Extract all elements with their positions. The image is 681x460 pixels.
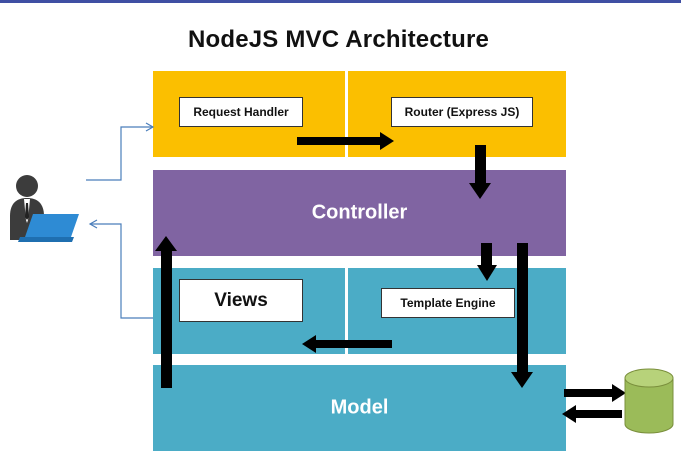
- user-with-laptop-icon: [10, 175, 79, 242]
- request-to-router-arrow: [297, 132, 394, 150]
- diagram-title: NodeJS MVC Architecture: [187, 26, 490, 53]
- request-handler-box: Request Handler: [179, 97, 303, 127]
- controller-block: Controller: [153, 170, 566, 256]
- router-label: Router (Express JS): [404, 105, 520, 119]
- model-label: Model: [330, 396, 389, 419]
- view-layer-divider: [345, 268, 348, 354]
- request-handler-label: Request Handler: [193, 105, 289, 119]
- model-block: Model: [153, 365, 566, 451]
- database-to-model-arrow: [562, 405, 622, 423]
- model-to-controller-arrow: [155, 236, 177, 388]
- views-label: Views: [214, 289, 268, 311]
- template-engine-box: Template Engine: [381, 288, 515, 318]
- database-cylinder-icon: [624, 368, 674, 434]
- controller-label: Controller: [311, 201, 408, 224]
- router-box: Router (Express JS): [391, 97, 533, 127]
- views-box: Views: [179, 279, 303, 322]
- controller-to-template-arrow: [477, 243, 497, 281]
- model-to-database-arrow: [564, 384, 626, 402]
- request-layer-divider: [345, 71, 348, 157]
- user-to-request-connector: [86, 122, 155, 181]
- template-to-views-arrow: [302, 335, 392, 353]
- views-to-user-connector: [88, 219, 153, 319]
- controller-to-model-arrow: [511, 243, 533, 388]
- router-to-controller-arrow: [469, 145, 491, 199]
- top-rule: [0, 0, 681, 3]
- template-engine-label: Template Engine: [400, 296, 496, 310]
